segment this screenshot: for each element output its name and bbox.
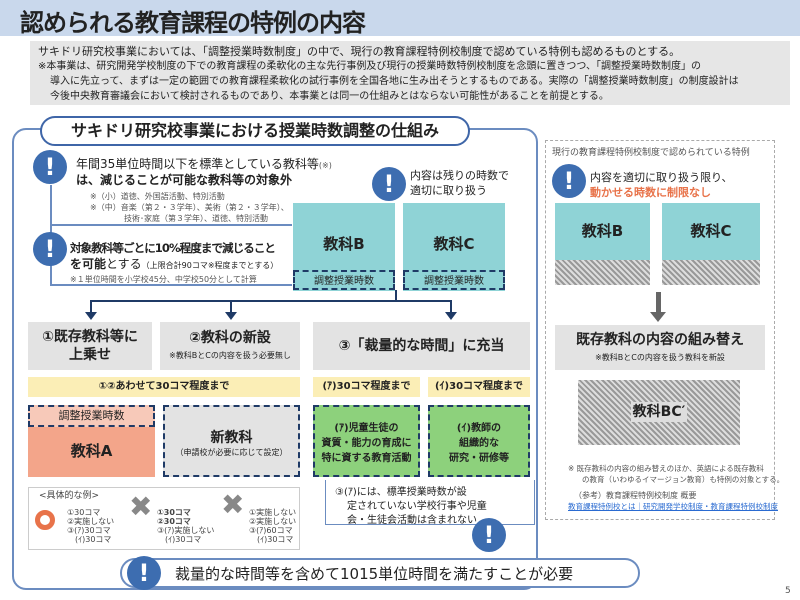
right-warn-text: 内容を適切に取り扱う限り、動かせる時数に制限なし	[590, 171, 733, 199]
circle-ok-icon	[35, 510, 55, 530]
note-line: 今後中央教育審議会において検討されるものであり、本事業とは同一の仕組みとはならな…	[50, 91, 609, 102]
adjusted-hours-label: 調整授業時数	[28, 405, 155, 427]
adjusted-hours-label: 調整授業時数	[403, 270, 505, 290]
arrow-line	[230, 300, 232, 314]
option-1: ①既存教科等に上乗せ	[28, 322, 152, 370]
arrow-line	[656, 292, 661, 314]
note-line: 導入に先立って、まずは一定の範囲での教育課程柔軟化の試行事例を全国各地に生み出そ…	[50, 76, 739, 87]
right-note: ※ 既存教科の内容の組み替えのほか、英語による既存教科の教育（いわゆるイマージョ…	[568, 464, 785, 511]
cross-ng-icon: ✖	[221, 488, 245, 521]
current-system-panel	[545, 140, 775, 520]
mechanism-heading: サキドリ研究校事業における授業時数調整の仕組み	[40, 116, 470, 146]
limit-band-a: (ｱ)30コマ程度まで	[313, 377, 420, 397]
warn3-text: 内容は残りの時数で適切に取り扱う	[410, 169, 509, 197]
current-system-heading: 現行の教育課程特例校制度で認められている特例	[552, 148, 750, 158]
adjusted-hours-label: 調整授業時数	[293, 270, 395, 290]
arrow-line	[395, 290, 397, 302]
subject-b-box: 教科B	[555, 203, 650, 260]
limit-band-i: (ｲ)30コマ程度まで	[428, 377, 530, 397]
divider	[50, 284, 292, 286]
exclamation-icon: !	[552, 164, 586, 198]
activity-note: ③(ｱ)には、標準授業時数が設定されていない学校行事や児童会・生徒会活動は含まれ…	[335, 487, 487, 526]
arrow-down-icon	[650, 312, 666, 322]
hatched-area	[555, 260, 650, 285]
title-bar	[0, 0, 800, 36]
exclamation-icon: !	[472, 518, 506, 552]
page-title: 認められる教育課程の特例の内容	[20, 9, 366, 37]
cross-ng-icon: ✖	[129, 490, 153, 523]
new-subject-box: 新教科（申請校が必要に応じて設定）	[163, 405, 300, 477]
reference-link[interactable]: 教育課程特例校とは｜研究開発学校制度・教育課程特例校制度	[568, 502, 778, 511]
note-line: ※本事業は、研究開発学校制度の下での教育課程の柔軟化の主な先行事例及び現行の授業…	[38, 61, 701, 72]
page-number: 5	[785, 586, 791, 596]
limit-band-12: ①②あわせて30コマ程度まで	[28, 377, 300, 397]
activity-a-box: (ｱ)児童生徒の資質・能力の育成に特に資する教育活動	[313, 405, 420, 477]
exclamation-icon: !	[33, 232, 67, 266]
examples-label: <具体的な例>	[39, 491, 100, 501]
arrow-down-icon	[445, 312, 457, 320]
requirement-bar	[120, 558, 640, 588]
note-bracket	[325, 480, 535, 525]
arrow-line	[450, 300, 452, 314]
exclamation-icon: !	[33, 150, 67, 184]
option-3: ③「裁量的な時間」に充当	[313, 322, 530, 370]
warn2-text: 対象教科等ごとに10%程度まで減じること を可能とする（上限合計90コマ※程度ま…	[70, 241, 279, 284]
rearrange-box: 既存教科の内容の組み替え※教科BとCの内容を扱う教科を新設	[555, 325, 765, 370]
subject-bc-box: 教科BC′	[578, 380, 740, 445]
subject-c-box: 教科C	[662, 203, 760, 260]
arrow-down-icon	[85, 312, 97, 320]
arrow-down-icon	[225, 312, 237, 320]
intro-note: サキドリ研究校事業においては、「調整授業時数制度」の中で、現行の教育課程特例校制…	[30, 41, 790, 105]
activity-i-box: (ｲ)教師の組織的な研究・研修等	[428, 405, 530, 477]
exclamation-icon: !	[127, 556, 161, 590]
arrow-line	[90, 300, 92, 314]
option-2: ②教科の新設※教科BとCの内容を扱う必要無し	[160, 322, 300, 370]
arrow-line	[90, 300, 450, 302]
requirement-text: 裁量的な時間等を含めて1015単位時間を満たすことが必要	[175, 565, 574, 583]
note-line: サキドリ研究校事業においては、「調整授業時数制度」の中で、現行の教育課程特例校制…	[38, 45, 681, 58]
hatched-area	[662, 260, 760, 285]
exclamation-icon: !	[372, 167, 406, 201]
warn1-text: 年間35単位時間以下を標準としている教科等(※) は、減じることが可能な教科等の…	[76, 157, 332, 223]
subject-a-box: 教科A	[28, 425, 155, 477]
divider	[50, 224, 292, 226]
